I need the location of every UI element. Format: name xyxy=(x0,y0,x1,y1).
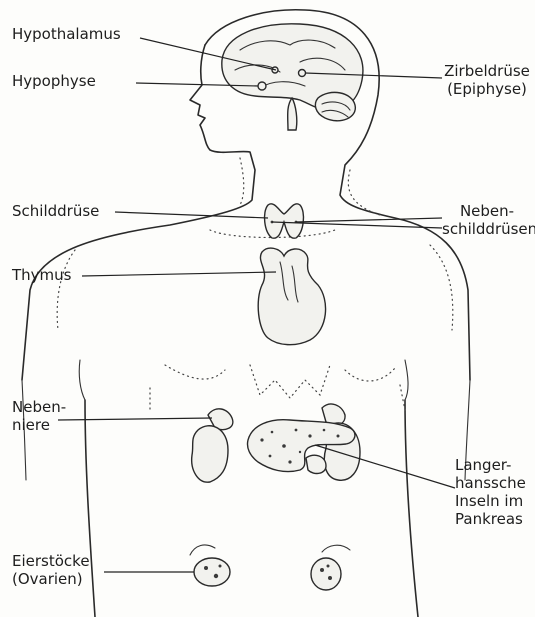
fallopian-left xyxy=(190,545,215,555)
fallopian-right xyxy=(322,545,350,552)
duodenum-loop xyxy=(306,455,326,473)
brainstem xyxy=(288,98,297,130)
body-outline xyxy=(22,10,470,617)
shoulder-stipple-left xyxy=(57,250,75,330)
label-zirbeldruese: Zirbeldrüse (Epiphyse) xyxy=(443,62,531,98)
shoulder-stipple-right xyxy=(430,245,453,330)
ribcage-stipple xyxy=(250,365,330,398)
label-thymus: Thymus xyxy=(12,266,71,284)
label-hypophyse: Hypophyse xyxy=(12,72,96,90)
islet xyxy=(271,431,274,434)
epiphyse-gland xyxy=(299,70,306,77)
thymus-gland xyxy=(258,248,325,345)
islet xyxy=(299,451,301,453)
thymus xyxy=(258,248,325,345)
leader-schilddruese xyxy=(115,212,268,218)
stipple-shading xyxy=(57,158,453,410)
right-torso-outline xyxy=(405,400,418,617)
thyroid xyxy=(265,204,304,238)
islet xyxy=(308,434,311,437)
islet xyxy=(323,429,326,432)
follicle xyxy=(327,565,330,568)
label-schilddruese: Schilddrüse xyxy=(12,202,99,220)
islet xyxy=(260,438,263,441)
right-armpit xyxy=(405,360,408,400)
left-armpit xyxy=(79,360,85,400)
brain xyxy=(222,24,363,130)
follicle xyxy=(214,574,218,578)
label-langerhans: Langer- hanssche Inseln im Pankreas xyxy=(455,456,533,528)
neck-stipple-right xyxy=(348,170,380,215)
islet xyxy=(288,460,291,463)
label-eierstoecke: Eierstöcke (Ovarien) xyxy=(12,552,90,588)
leader-nebenniere xyxy=(58,418,212,420)
follicle xyxy=(219,565,222,568)
follicle xyxy=(328,576,332,580)
neck-stipple-left xyxy=(240,158,244,205)
hypophyse-gland xyxy=(258,82,266,90)
rib-stipple-left xyxy=(165,365,225,379)
ovary-left xyxy=(194,558,230,586)
cerebellum xyxy=(315,92,355,120)
kidney-left xyxy=(192,426,228,482)
schilddruese-gland xyxy=(265,204,304,238)
islet xyxy=(269,455,272,458)
leader-nebenschilddruesen-1 xyxy=(296,218,442,222)
leader-thymus xyxy=(82,272,276,276)
follicle xyxy=(204,566,208,570)
islet xyxy=(337,435,340,438)
label-hypothalamus: Hypothalamus xyxy=(12,25,121,43)
follicle xyxy=(320,568,324,572)
islet xyxy=(282,444,286,448)
label-nebenniere: Neben- niere xyxy=(12,398,66,434)
label-nebenschilddruesen: Neben- schilddrüsen xyxy=(442,202,532,238)
rib-stipple-right xyxy=(345,368,395,381)
ovaries xyxy=(190,545,350,590)
leader-lines xyxy=(58,38,455,572)
ovary-right xyxy=(311,558,341,590)
islet xyxy=(295,429,298,432)
